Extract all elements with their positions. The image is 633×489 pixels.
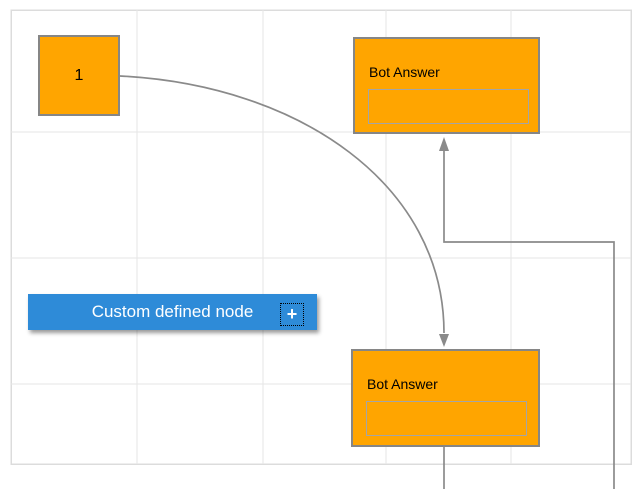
node-bot-answer-top[interactable]: Bot Answer: [353, 37, 540, 134]
node-custom-defined[interactable]: Custom defined node +: [28, 294, 317, 330]
arrowhead-down-icon: [439, 334, 449, 347]
arrowhead-up-icon: [439, 137, 449, 151]
orthogonal-connector[interactable]: [443, 151, 615, 489]
add-node-button[interactable]: +: [280, 303, 304, 326]
page-border: [10, 9, 632, 465]
custom-node-label: Custom defined node: [91, 302, 254, 321]
bot-answer-input[interactable]: [368, 89, 529, 124]
plus-icon: +: [286, 304, 298, 324]
bot-answer-input[interactable]: [366, 401, 527, 436]
node-square-1[interactable]: 1: [38, 35, 120, 116]
bot-answer-title: Bot Answer: [367, 376, 438, 392]
bezier-connector[interactable]: [119, 75, 445, 334]
node-square-label: 1: [74, 66, 84, 84]
bot-answer-title: Bot Answer: [369, 64, 440, 80]
node-bot-answer-bottom[interactable]: Bot Answer: [351, 349, 540, 447]
